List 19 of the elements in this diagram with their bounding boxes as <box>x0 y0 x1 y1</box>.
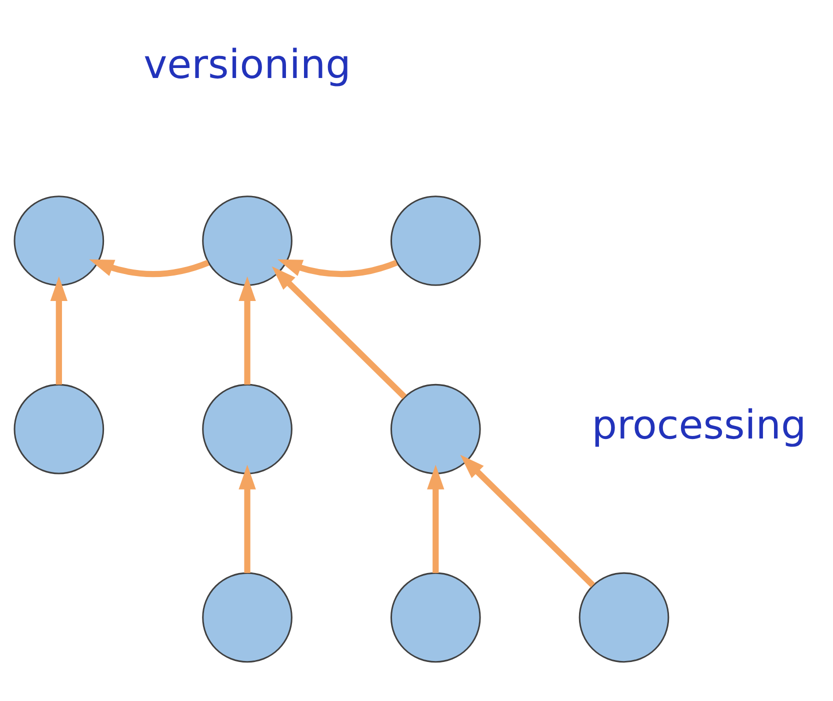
arrow <box>238 276 256 384</box>
label: versioning <box>144 42 351 88</box>
node-circle <box>390 195 481 286</box>
arrow <box>460 454 596 588</box>
node-circle <box>202 195 292 286</box>
arrow <box>89 258 210 277</box>
node-circle <box>578 572 670 662</box>
label: processing <box>592 402 806 448</box>
arrow <box>278 258 398 277</box>
node-circle <box>390 383 481 474</box>
node-circle <box>202 572 292 662</box>
node-circle <box>390 572 481 662</box>
node-circle <box>202 383 292 474</box>
arrow <box>50 276 68 384</box>
arrow <box>238 464 256 572</box>
arrow <box>272 266 407 399</box>
arrow <box>427 464 444 572</box>
node-circle <box>14 195 104 286</box>
node-circle <box>14 383 104 474</box>
